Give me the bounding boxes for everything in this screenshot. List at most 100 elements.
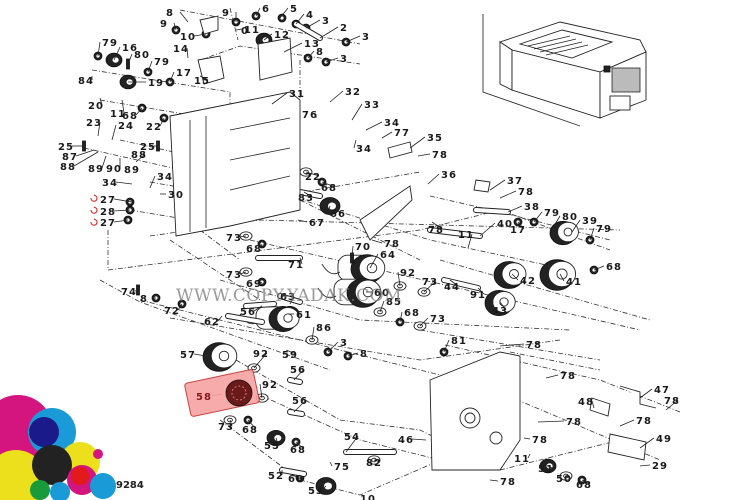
part-label-22[interactable]: 22 — [146, 122, 162, 133]
part-label-90[interactable]: 90 — [106, 164, 122, 175]
part-label-68[interactable]: 68 — [242, 425, 258, 436]
part-label-64[interactable]: 64 — [380, 250, 396, 261]
part-label-11[interactable]: 11 — [458, 230, 474, 241]
part-label-42[interactable]: 42 — [520, 276, 536, 287]
part-label-66[interactable]: 66 — [330, 209, 346, 220]
part-label-29[interactable]: 29 — [652, 461, 668, 472]
part-label-43[interactable]: 43 — [492, 306, 508, 317]
part-label-33[interactable]: 33 — [364, 100, 380, 111]
part-label-23[interactable]: 23 — [86, 118, 102, 129]
part-label-3[interactable]: 3 — [340, 338, 348, 349]
part-label-91[interactable]: 91 — [470, 290, 486, 301]
part-label-12[interactable]: 12 — [274, 30, 290, 41]
part-label-53[interactable]: 53 — [308, 486, 324, 497]
part-label-48[interactable]: 48 — [578, 397, 594, 408]
part-label-59[interactable]: 59 — [282, 350, 298, 361]
part-label-11[interactable]: 11 — [514, 454, 530, 465]
part-label-86[interactable]: 86 — [316, 323, 332, 334]
part-label-8[interactable]: 8 — [316, 47, 324, 58]
part-label-68[interactable]: 68 — [404, 308, 420, 319]
part-label-78[interactable]: 78 — [636, 416, 652, 427]
part-label-80[interactable]: 80 — [134, 50, 150, 61]
part-label-70[interactable]: 70 — [355, 242, 371, 253]
part-label-2[interactable]: 2 — [340, 23, 348, 34]
part-label-11[interactable]: 11 — [244, 25, 260, 36]
part-label-11[interactable]: 11 — [110, 109, 126, 120]
part-label-83[interactable]: 83 — [298, 193, 314, 204]
part-label-56[interactable]: 56 — [290, 365, 306, 376]
part-label-39[interactable]: 39 — [582, 216, 598, 227]
highlight-part-58[interactable] — [184, 369, 260, 417]
part-label-17[interactable]: 17 — [510, 225, 526, 236]
part-label-30[interactable]: 30 — [168, 190, 184, 201]
part-label-3[interactable]: 3 — [322, 16, 330, 27]
part-label-31[interactable]: 31 — [289, 89, 305, 100]
part-label-9[interactable]: 9 — [160, 19, 168, 30]
part-label-36[interactable]: 36 — [441, 170, 457, 181]
part-label-73[interactable]: 73 — [430, 314, 446, 325]
part-label-51[interactable]: 51 — [538, 464, 554, 475]
part-label-78[interactable]: 78 — [500, 477, 516, 488]
part-label-79[interactable]: 79 — [102, 38, 118, 49]
part-label-88[interactable]: 88 — [60, 162, 76, 173]
part-label-79[interactable]: 79 — [544, 208, 560, 219]
part-label-68[interactable]: 68 — [576, 480, 592, 491]
part-label-73[interactable]: 73 — [226, 233, 242, 244]
part-label-20[interactable]: 20 — [88, 101, 104, 112]
part-label-62[interactable]: 62 — [204, 317, 220, 328]
part-label-38[interactable]: 38 — [524, 202, 540, 213]
part-label-68[interactable]: 68 — [290, 445, 306, 456]
part-label-8[interactable]: 8 — [360, 349, 368, 360]
part-label-69[interactable]: 69 — [246, 279, 262, 290]
part-label-92[interactable]: 92 — [400, 268, 416, 279]
part-label-77[interactable]: 77 — [394, 128, 410, 139]
part-label-58[interactable]: 58 — [196, 392, 212, 403]
part-label-35[interactable]: 35 — [427, 133, 443, 144]
part-label-10[interactable]: 10 — [360, 494, 376, 500]
part-label-5[interactable]: 5 — [290, 4, 298, 15]
part-label-67[interactable]: 67 — [309, 218, 325, 229]
part-label-63[interactable]: 63 — [280, 292, 296, 303]
part-label-73[interactable]: 73 — [218, 422, 234, 433]
part-label-73[interactable]: 73 — [422, 277, 438, 288]
part-label-8[interactable]: 8 — [166, 8, 174, 19]
part-label-80[interactable]: 80 — [562, 212, 578, 223]
part-label-34[interactable]: 34 — [356, 144, 372, 155]
part-label-22[interactable]: 22 — [305, 172, 321, 183]
part-label-76[interactable]: 76 — [302, 110, 318, 121]
part-label-41[interactable]: 41 — [566, 277, 582, 288]
part-label-44[interactable]: 44 — [444, 282, 460, 293]
part-label-61[interactable]: 61 — [296, 310, 312, 321]
part-label-60[interactable]: 60 — [374, 288, 390, 299]
part-label-49[interactable]: 49 — [656, 434, 672, 445]
part-label-78[interactable]: 78 — [560, 371, 576, 382]
part-label-46[interactable]: 46 — [398, 435, 414, 446]
part-label-92[interactable]: 92 — [253, 349, 269, 360]
part-label-72[interactable]: 72 — [164, 306, 180, 317]
part-label-13[interactable]: 13 — [304, 39, 320, 50]
part-label-87[interactable]: 87 — [62, 152, 78, 163]
part-label-68[interactable]: 68 — [288, 474, 304, 485]
part-label-55[interactable]: 55 — [264, 441, 280, 452]
part-label-50[interactable]: 50 — [556, 474, 572, 485]
part-label-34[interactable]: 34 — [384, 118, 400, 129]
part-label-78[interactable]: 78 — [428, 225, 444, 236]
part-label-68[interactable]: 68 — [122, 111, 138, 122]
part-label-25[interactable]: 25 — [58, 142, 74, 153]
part-label-78[interactable]: 78 — [518, 187, 534, 198]
part-label-19[interactable]: 19 — [148, 78, 164, 89]
part-label-85[interactable]: 85 — [386, 297, 402, 308]
part-label-71[interactable]: 71 — [288, 260, 304, 271]
part-label-56[interactable]: 56 — [292, 396, 308, 407]
part-label-82[interactable]: 82 — [366, 458, 382, 469]
part-label-68[interactable]: 68 — [606, 262, 622, 273]
part-label-81[interactable]: 81 — [451, 336, 467, 347]
part-label-68[interactable]: 68 — [246, 244, 262, 255]
part-label-6[interactable]: 6 — [262, 4, 270, 15]
part-label-74[interactable]: 74 — [121, 287, 137, 298]
part-label-84[interactable]: 84 — [78, 76, 94, 87]
part-label-37[interactable]: 37 — [507, 176, 523, 187]
part-label-88[interactable]: 88 — [131, 150, 147, 161]
part-label-40[interactable]: 40 — [497, 219, 513, 230]
part-label-16[interactable]: 16 — [122, 43, 138, 54]
